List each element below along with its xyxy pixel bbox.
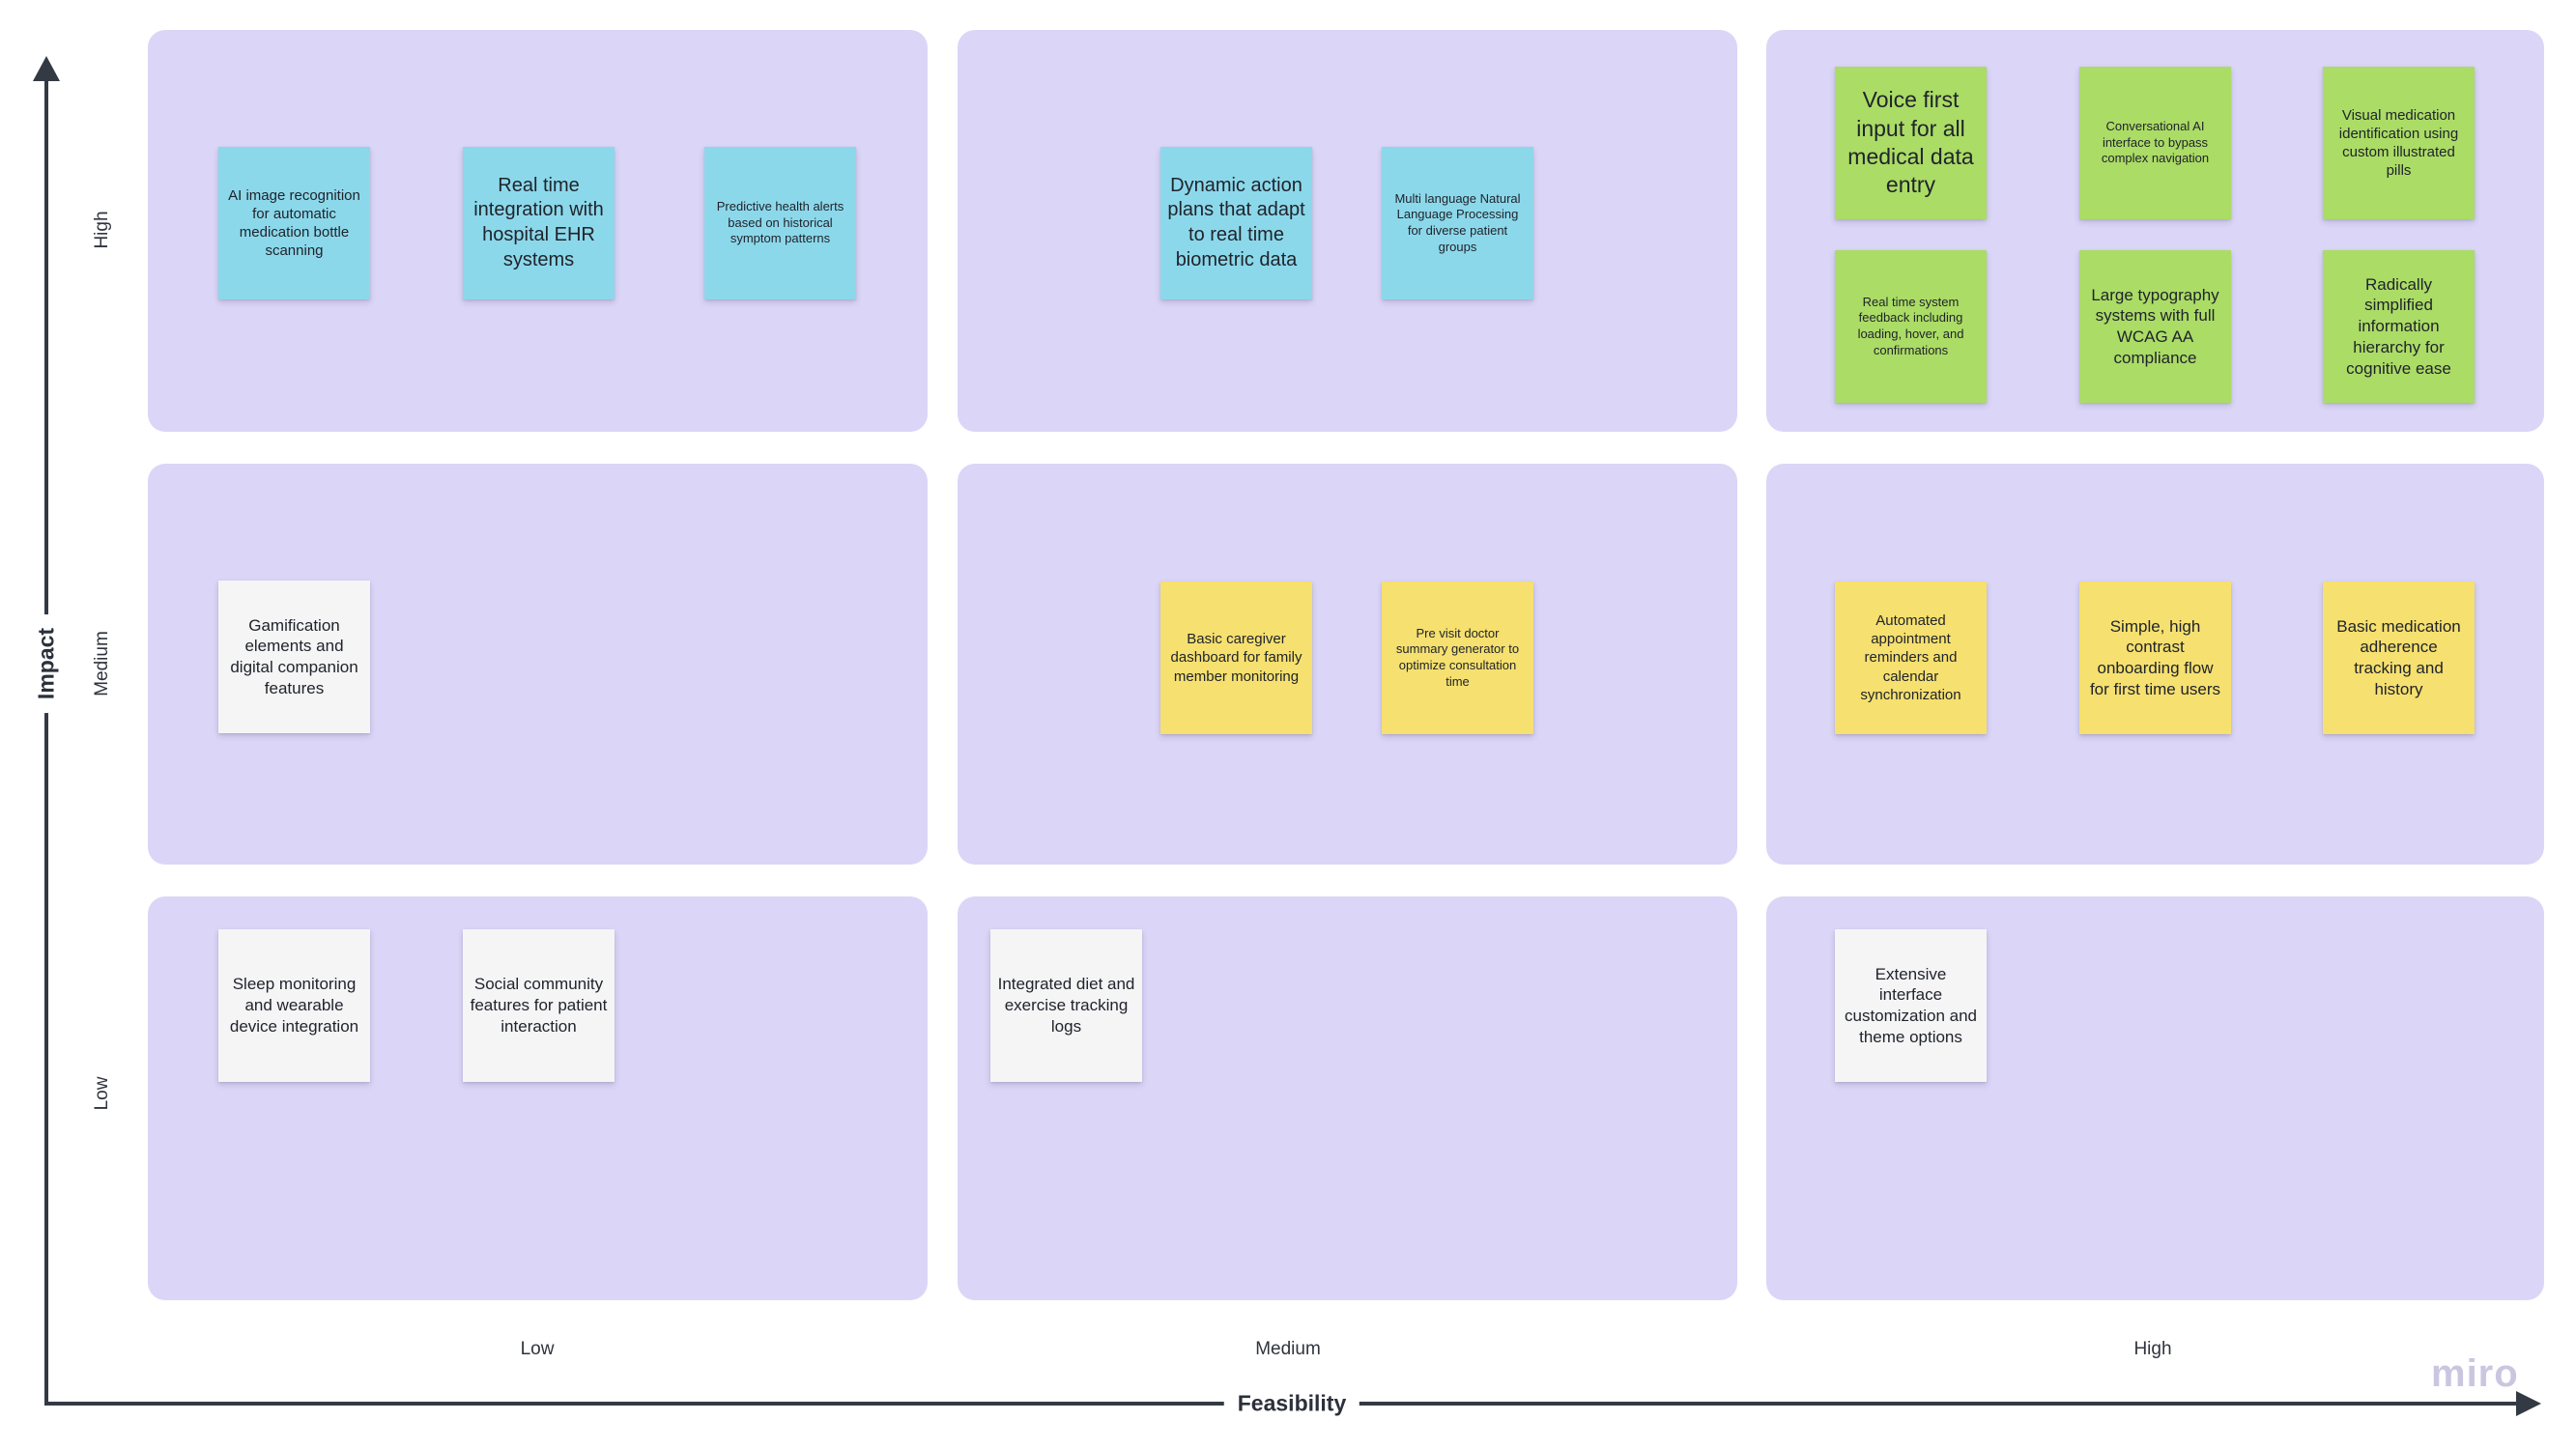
- sticky-note[interactable]: Predictive health alerts based on histor…: [704, 147, 856, 299]
- sticky-note[interactable]: Real time integration with hospital EHR …: [463, 147, 615, 299]
- sticky-note[interactable]: Voice first input for all medical data e…: [1835, 67, 1987, 219]
- miro-watermark: miro: [2431, 1352, 2519, 1395]
- sticky-note[interactable]: Sleep monitoring and wearable device int…: [218, 929, 370, 1082]
- feasibility-axis-label: Feasibility: [1223, 1386, 1360, 1421]
- impact-tick-medium: Medium: [92, 631, 112, 696]
- sticky-note[interactable]: Automated appointment reminders and cale…: [1835, 582, 1987, 734]
- sticky-note[interactable]: Large typography systems with full WCAG …: [2079, 250, 2231, 403]
- right-arrowhead-icon: [2516, 1391, 2541, 1416]
- sticky-note[interactable]: Dynamic action plans that adapt to real …: [1160, 147, 1312, 299]
- feasibility-tick-high: High: [2133, 1339, 2172, 1359]
- impact-tick-low: Low: [92, 1076, 112, 1111]
- sticky-note[interactable]: AI image recognition for automatic medic…: [218, 147, 370, 299]
- sticky-note[interactable]: Social community features for patient in…: [463, 929, 615, 1082]
- impact-axis-line: [44, 60, 48, 1405]
- sticky-note[interactable]: Basic caregiver dashboard for family mem…: [1160, 582, 1312, 734]
- feasibility-tick-low: Low: [520, 1339, 555, 1359]
- sticky-note[interactable]: Gamification elements and digital compan…: [218, 581, 370, 733]
- sticky-note[interactable]: Conversational AI interface to bypass co…: [2079, 67, 2231, 219]
- impact-tick-high: High: [92, 211, 112, 249]
- sticky-note[interactable]: Visual medication identification using c…: [2323, 67, 2475, 219]
- matrix-zone-medium-impact-medium-feasibility[interactable]: [958, 464, 1737, 865]
- sticky-note[interactable]: Pre visit doctor summary generator to op…: [1382, 582, 1533, 734]
- feasibility-tick-medium: Medium: [1255, 1339, 1321, 1359]
- sticky-note[interactable]: Multi language Natural Language Processi…: [1382, 147, 1533, 299]
- sticky-note[interactable]: Radically simplified information hierarc…: [2323, 250, 2475, 403]
- sticky-note[interactable]: Basic medication adherence tracking and …: [2323, 582, 2475, 734]
- matrix-zone-high-impact-medium-feasibility[interactable]: [958, 30, 1737, 432]
- sticky-note[interactable]: Real time system feedback including load…: [1835, 250, 1987, 403]
- impact-axis-label: Impact: [29, 613, 64, 714]
- sticky-note[interactable]: Simple, high contrast onboarding flow fo…: [2079, 582, 2231, 734]
- sticky-note[interactable]: Integrated diet and exercise tracking lo…: [990, 929, 1142, 1082]
- up-arrowhead-icon: [33, 56, 60, 81]
- sticky-note[interactable]: Extensive interface customization and th…: [1835, 929, 1987, 1082]
